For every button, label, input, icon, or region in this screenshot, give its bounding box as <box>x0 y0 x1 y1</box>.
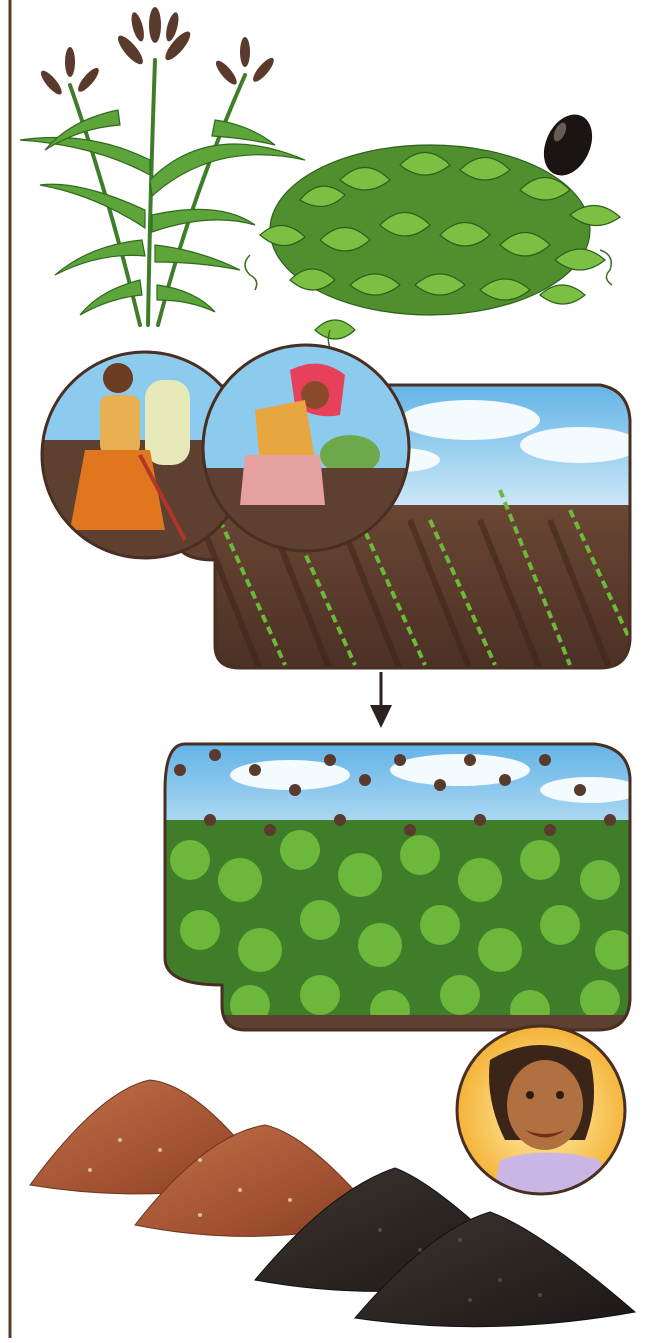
smiling-woman-portrait <box>455 1025 630 1210</box>
millet-plant-illustration <box>20 7 305 325</box>
sowing-field-panel <box>40 345 640 675</box>
bean-plant-illustration <box>245 107 620 355</box>
arrow-down-icon <box>370 672 392 728</box>
mixed-crop-field-panel <box>160 740 640 1040</box>
